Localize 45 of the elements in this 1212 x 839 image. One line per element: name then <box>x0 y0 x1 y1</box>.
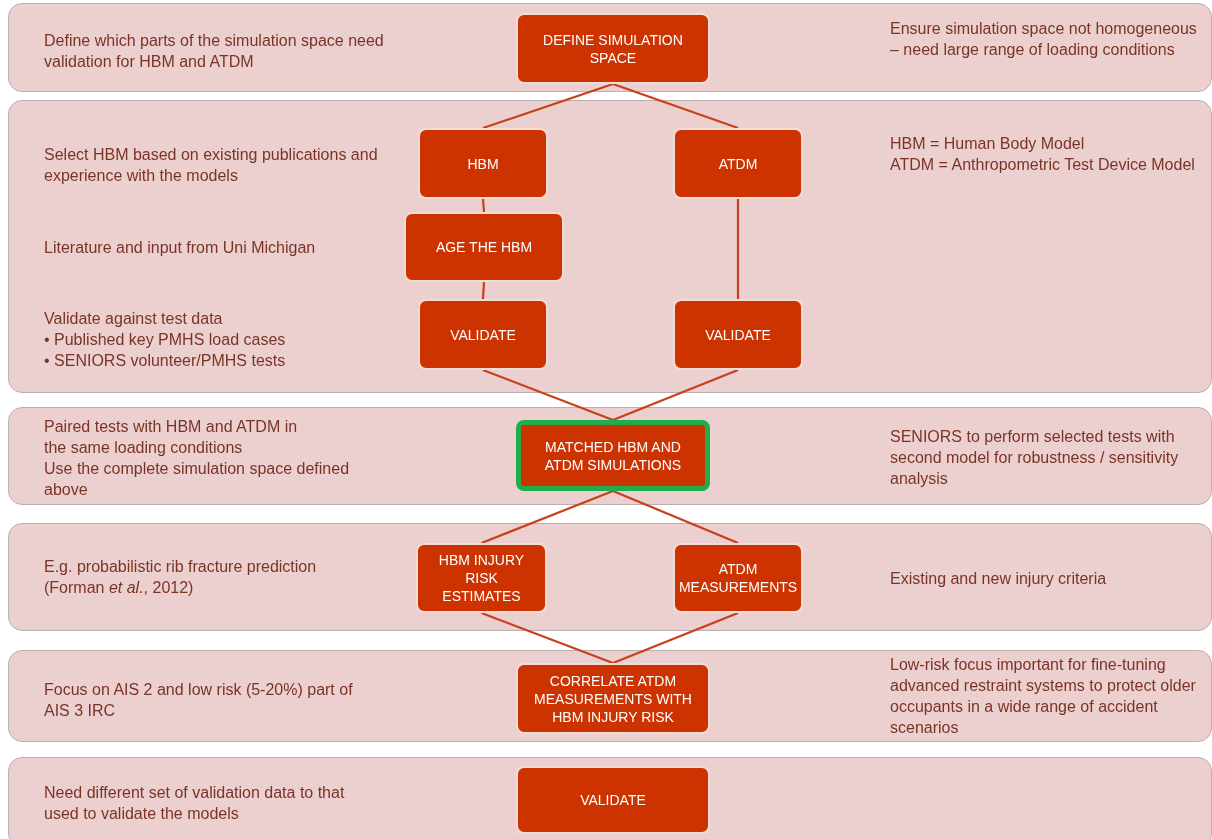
description-text: Define which parts of the simulation space need validation for HBM and ATDM <box>44 31 385 72</box>
description-text: Paired tests with HBM and ATDM in the same loading conditions <box>44 417 299 458</box>
connector-line <box>482 82 614 130</box>
process-box: MATCHED HBM AND ATDM SIMULATIONS <box>516 420 710 491</box>
process-box: ATDM MEASUREMENTS <box>673 543 803 613</box>
description-text: Select HBM based on existing publications and experience with the models <box>44 145 379 186</box>
process-box: DEFINE SIMULATION SPACE <box>516 13 710 84</box>
bullet-item: • Published key PMHS load cases <box>44 330 287 350</box>
description-text: ATDM = Anthropometric Test Device Model <box>890 155 1196 175</box>
process-box: VALIDATE <box>516 766 710 834</box>
connector-line <box>481 198 486 213</box>
connector-line <box>612 490 739 544</box>
process-box: ATDM <box>673 128 803 199</box>
description-text: Existing and new injury criteria <box>890 569 1108 589</box>
connector-line <box>481 611 614 665</box>
connector-line <box>482 368 614 422</box>
connector-line <box>736 199 740 299</box>
stage-band <box>8 100 1212 393</box>
stage-band <box>8 523 1212 631</box>
connector-line <box>612 611 739 665</box>
stage-band <box>8 757 1212 839</box>
description-text: Low-risk focus important for fine-tuning advanced restraint systems to protect older occupants in a wide range of accident scenarios <box>890 655 1197 738</box>
description-text: Focus on AIS 2 and low risk (5-20%) part of AIS 3 IRC <box>44 680 354 721</box>
description-text: Need different set of validation data to that used to validate the models <box>44 783 346 824</box>
process-box: AGE THE HBM <box>404 212 564 282</box>
connector-line <box>481 281 486 300</box>
process-box: HBM <box>418 128 548 199</box>
description-text: Validate against test data <box>44 309 224 329</box>
description-text: Ensure simulation space not homogeneous – need large range of loading conditions <box>890 19 1198 60</box>
connector-line <box>481 489 614 545</box>
stage-band <box>8 3 1212 92</box>
stage-band <box>8 650 1212 742</box>
stage-band <box>8 407 1212 505</box>
process-box: VALIDATE <box>418 299 548 370</box>
connector-line <box>612 82 739 130</box>
bullet-item: • SENIORS volunteer/PMHS tests <box>44 351 287 371</box>
process-box: CORRELATE ATDM MEASUREMENTS WITH HBM INJURY RISK <box>516 663 710 734</box>
process-box: VALIDATE <box>673 299 803 370</box>
description-text: E.g. probabilistic rib fracture prediction (Forman et al., 2012) <box>44 557 318 598</box>
description-text: SENIORS to perform selected tests with second model for robustness / sensitivity analysis <box>890 427 1180 489</box>
process-box: HBM INJURY RISK ESTIMATES <box>416 543 547 613</box>
connector-line <box>612 368 739 422</box>
description-text: Use the complete simulation space defined above <box>44 459 351 500</box>
description-text: HBM = Human Body Model <box>890 134 1086 154</box>
description-text: Literature and input from Uni Michigan <box>44 238 317 258</box>
